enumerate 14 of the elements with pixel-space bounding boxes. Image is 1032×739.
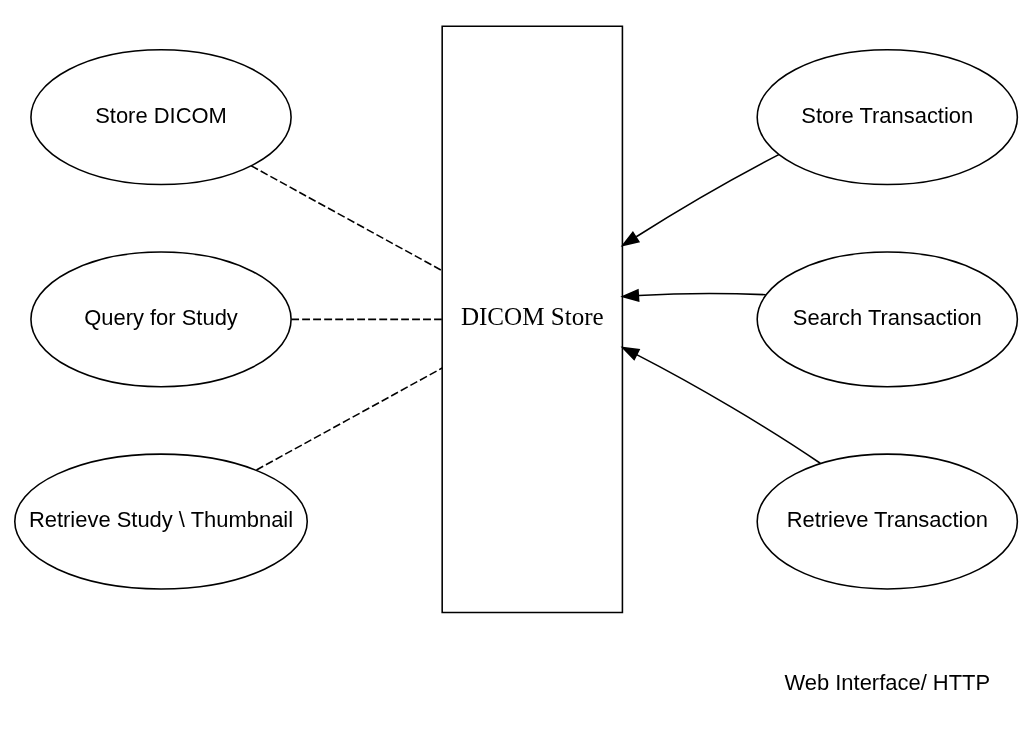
node-ellipse: Store DICOM bbox=[30, 49, 292, 186]
arrow bbox=[620, 153, 780, 247]
connector bbox=[255, 367, 443, 471]
node-box: DICOM Store bbox=[441, 25, 624, 614]
connector bbox=[250, 165, 443, 272]
node-ellipse: Query for Study bbox=[30, 251, 292, 388]
arrow bbox=[620, 288, 767, 302]
label: Web Interface/ HTTP bbox=[784, 670, 991, 696]
arrow bbox=[620, 346, 822, 465]
node-ellipse: Store Transaction bbox=[756, 49, 1019, 186]
connector bbox=[290, 318, 443, 321]
node-ellipse: Search Transaction bbox=[756, 251, 1019, 388]
node-ellipse: Retrieve Study \ Thumbnail bbox=[14, 453, 309, 590]
node-ellipse: Retrieve Transaction bbox=[756, 453, 1019, 590]
